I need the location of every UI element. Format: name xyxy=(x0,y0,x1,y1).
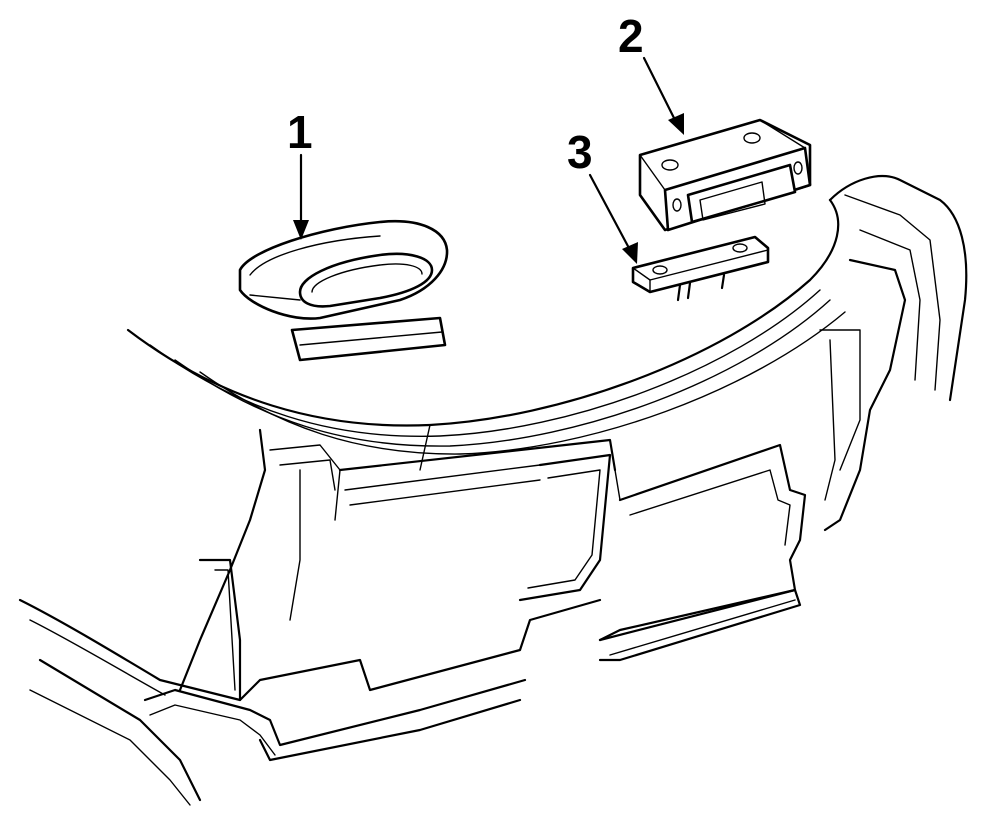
callout-label-3: 3 xyxy=(567,126,593,178)
callout-label-1: 1 xyxy=(287,106,313,158)
callout-3: 3 xyxy=(567,126,638,264)
vehicle-rear-body xyxy=(18,175,968,806)
high-mount-stop-lamp-cover xyxy=(238,219,449,362)
high-mount-stop-lamp-housing xyxy=(638,118,812,232)
callout-2: 2 xyxy=(618,10,684,135)
callout-1: 1 xyxy=(287,106,313,240)
callout-label-2: 2 xyxy=(618,10,644,62)
mounting-bracket xyxy=(631,235,770,302)
